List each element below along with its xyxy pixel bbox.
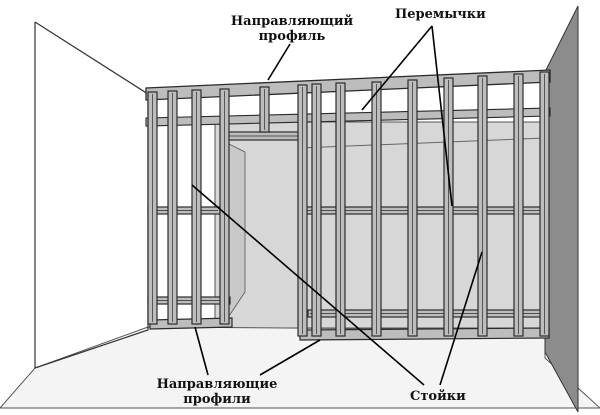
label-jumpers: Перемычки — [395, 7, 486, 22]
leader-studs-a — [191, 184, 425, 386]
label-studs: Стойки — [410, 389, 466, 404]
label-top-guide-profile-line1: Направляющий — [230, 14, 354, 29]
leader-jumper-a — [361, 25, 433, 111]
leader-bottom-b — [259, 339, 321, 376]
label-bottom-guide-profiles: Направляющие профили — [152, 377, 282, 407]
leader-top-guide — [267, 43, 291, 81]
label-bottom-guide-profiles-line1: Направляющие — [156, 377, 278, 392]
leader-jumper-b — [431, 25, 453, 207]
leader-bottom-a — [194, 326, 209, 376]
label-top-guide-profile-line2: профиль — [258, 29, 326, 44]
leader-lines-group — [191, 25, 483, 386]
right-wall — [544, 5, 579, 413]
left-wall — [34, 21, 149, 369]
leader-studs-b — [439, 251, 483, 386]
label-bottom-guide-profiles-line2: профили — [183, 392, 251, 407]
label-top-guide-profile: Направляющий профиль — [222, 14, 362, 44]
top-guide-profile — [145, 69, 551, 101]
metal-frame-group — [145, 69, 551, 341]
